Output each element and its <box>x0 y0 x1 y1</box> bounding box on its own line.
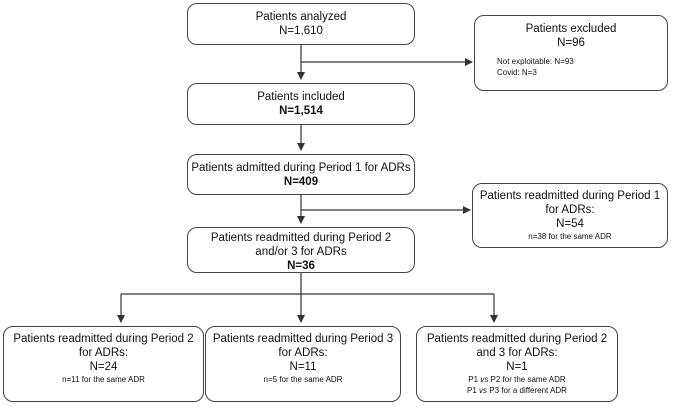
readmitted-p3-title-2: for ADRs: <box>278 347 328 359</box>
note1-a: P1 <box>468 375 481 384</box>
readmitted-p1-title-1: Patients readmitted during Period 1 <box>479 190 661 202</box>
analyzed-title: Patients analyzed <box>255 11 347 23</box>
box-patients-excluded: Patients excluded N=96 Not exploitable: … <box>474 15 668 91</box>
box-readmitted-p2: Patients readmitted during Period 2 for … <box>3 326 204 402</box>
box-patients-included: Patients included N=1,514 <box>187 83 415 125</box>
note1-vs: vs <box>480 375 489 384</box>
readmitted-p3-note: n=5 for the same ADR <box>263 375 343 384</box>
note2-vs: vs <box>479 386 488 395</box>
note1-b: P2 for the same ADR <box>488 375 566 384</box>
readmitted-p2-title-1: Patients readmitted during Period 2 <box>13 333 194 345</box>
box-readmitted-p1: Patients readmitted during Period 1 for … <box>472 183 668 248</box>
box-readmitted-p2-and-3: Patients readmitted during Period 2 and … <box>416 326 618 402</box>
box-readmitted-p3: Patients readmitted during Period 3 for … <box>205 326 401 402</box>
readmitted-p2-count: N=24 <box>89 361 118 373</box>
box-patients-admitted-p1: Patients admitted during Period 1 for AD… <box>187 154 415 195</box>
excluded-count: N=96 <box>557 37 585 49</box>
excluded-title: Patients excluded <box>525 23 617 35</box>
readmitted-p23-count: N=36 <box>287 260 315 272</box>
excluded-note-covid: Covid: N=3 <box>497 68 537 77</box>
included-count: N=1,514 <box>279 105 323 117</box>
included-title: Patients included <box>257 91 345 103</box>
readmitted-p23-title-1: Patients readmitted during Period 2 <box>210 232 392 244</box>
box-readmitted-p2-or-3: Patients readmitted during Period 2 and/… <box>187 227 415 273</box>
admitted-count: N=409 <box>283 176 319 188</box>
box-patients-analyzed: Patients analyzed N=1,610 <box>187 3 415 45</box>
readmitted-p1-count: N=54 <box>556 218 584 230</box>
readmitted-p23-title-2: and/or 3 for ADRs <box>255 246 347 258</box>
readmitted-p1-note: n=38 for the same ADR <box>528 232 612 241</box>
excluded-note-not-exploitable: Not exploitable: N=93 <box>497 57 574 66</box>
readmitted-p2-title-2: for ADRs: <box>78 347 129 359</box>
readmitted-p3-title-1: Patients readmitted during Period 3 <box>212 333 394 345</box>
analyzed-count: N=1,610 <box>279 25 323 37</box>
note2-a: P1 <box>467 386 480 395</box>
readmitted-p2and3-count: N=1 <box>506 361 528 373</box>
readmitted-p3-count: N=11 <box>289 361 317 373</box>
readmitted-p1-title-2: for ADRs: <box>545 204 595 216</box>
readmitted-p2-note: n=11 for the same ADR <box>62 375 145 384</box>
note2-b: P3 for a different ADR <box>487 386 567 395</box>
readmitted-p2and3-note-1: P1 vs P2 for the same ADR <box>417 374 617 385</box>
readmitted-p2and3-note-2: P1 vs P3 for a different ADR <box>417 385 617 396</box>
admitted-title: Patients admitted during Period 1 for AD… <box>191 162 411 174</box>
readmitted-p2and3-title-1: Patients readmitted during Period 2 <box>426 333 608 345</box>
readmitted-p2and3-title-2: and 3 for ADRs: <box>476 347 558 359</box>
